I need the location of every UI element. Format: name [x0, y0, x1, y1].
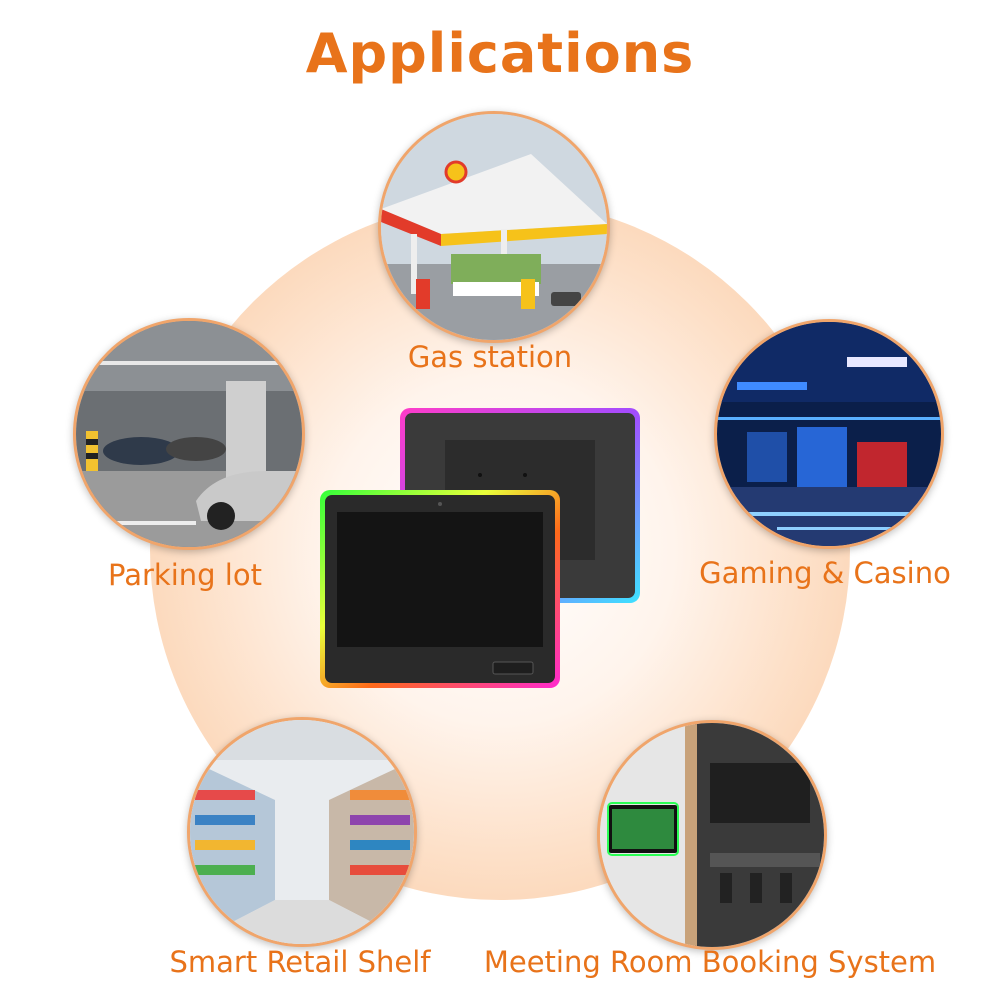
gaming-casino-image [714, 319, 944, 549]
smart-retail-shelf-image [187, 717, 417, 947]
smart-retail-shelf-illustration [190, 720, 414, 944]
meeting-room-illustration [600, 723, 824, 947]
parking-lot-label: Parking lot [108, 558, 262, 592]
meeting-room-booking-label: Meeting Room Booking System [483, 945, 937, 979]
gas-station-label: Gas station [407, 340, 573, 374]
gas-station-image [378, 111, 610, 343]
gaming-casino-illustration [717, 322, 941, 546]
page-title: Applications [305, 22, 695, 85]
gas-station-illustration [381, 114, 607, 340]
parking-lot-image [73, 318, 305, 550]
gaming-casino-label: Gaming & Casino [699, 556, 951, 590]
smart-retail-shelf-label: Smart Retail Shelf [169, 945, 431, 979]
meeting-room-image [597, 720, 827, 950]
tablet-devices [320, 408, 640, 688]
parking-lot-illustration [76, 321, 302, 547]
